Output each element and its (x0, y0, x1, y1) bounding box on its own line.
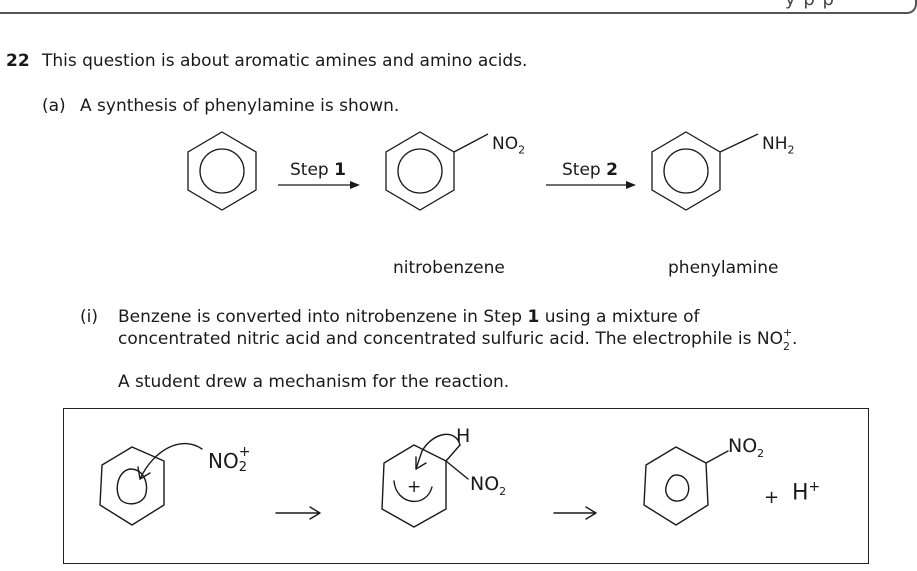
product-c-n-bond (705, 450, 729, 464)
nitrobenzene-aromatic-circle (397, 148, 443, 194)
question-number: 22 (6, 51, 30, 71)
benzene-aromatic-circle (199, 148, 245, 194)
student-mechanism-box: NO+2 H NO2 + NO2 + H+ (63, 408, 869, 564)
reaction-scheme-drawing (187, 131, 759, 211)
mechanism-drawing (99, 433, 729, 528)
question-text: This question is about aromatic amines a… (42, 51, 528, 71)
phenylamine-ring (651, 131, 721, 211)
mech-intermediate-h: H (456, 425, 471, 447)
curly-arrow-1 (139, 442, 203, 480)
part-i-text-line2: concentrated nitric acid and concentrate… (118, 326, 798, 353)
mech-electrophile-label: NO+2 (208, 444, 251, 475)
amine-group-label: NH2 (762, 134, 795, 157)
mech-plus-sign: + (764, 487, 780, 508)
curly-arrow-2 (415, 433, 461, 470)
intermediate-h-bond (445, 444, 461, 462)
curly-arrow-1-head (137, 466, 151, 480)
reaction-scheme: Step 1 Step 2 NO2 NH2 nitrobenzene pheny… (170, 128, 830, 288)
part-i-text-line1: Benzene is converted into nitrobenzene i… (118, 307, 700, 327)
part-i-label: (i) (80, 307, 98, 327)
product-benzene-ring (643, 446, 709, 526)
mech-product-no2: NO2 (728, 435, 765, 460)
intermediate-no2-bond (445, 460, 469, 480)
part-a-text: A synthesis of phenylamine is shown. (80, 96, 400, 116)
curly-arrow-2-head (415, 456, 427, 470)
nitro-group-label: NO2 (492, 134, 526, 157)
benzene-ring (187, 131, 257, 211)
phenylamine-aromatic-circle (663, 148, 709, 194)
nitrobenzene-ring (385, 131, 455, 211)
phenylamine-label: phenylamine (668, 258, 779, 278)
intermediate-arc (393, 480, 433, 503)
reaction-arrow-2 (553, 506, 597, 520)
header-corner-text: y p p (785, 0, 835, 10)
nitrobenzene-label: nitrobenzene (393, 258, 505, 278)
mech-intermediate-charge: + (407, 477, 422, 497)
part-a-label: (a) (42, 96, 66, 116)
reaction-arrow-1 (275, 506, 321, 520)
phenylamine-c-n-bond (719, 133, 759, 153)
reactant-benzene-ring (99, 446, 165, 526)
nitrobenzene-c-n-bond (453, 133, 489, 153)
step2-arrow-head (626, 181, 636, 189)
product-aromatic-circle (665, 474, 690, 502)
step1-arrow-head (350, 181, 360, 189)
student-mechanism-intro: A student drew a mechanism for the react… (118, 372, 510, 392)
step1-label: Step 1 (290, 160, 346, 180)
mech-intermediate-no2: NO2 (470, 473, 507, 498)
mech-proton: H+ (792, 479, 821, 506)
page-frame-border (0, 0, 917, 14)
step2-label: Step 2 (562, 160, 618, 180)
